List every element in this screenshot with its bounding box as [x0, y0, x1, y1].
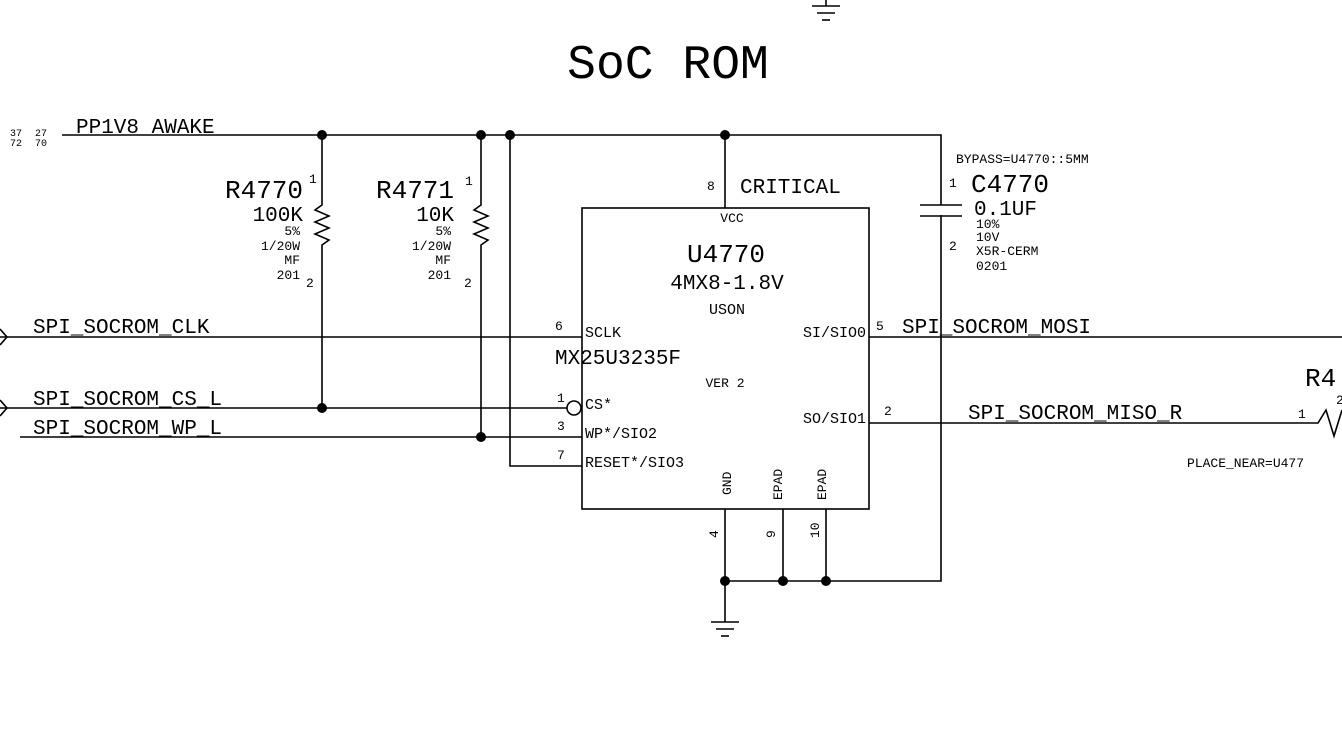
net-label-wp: SPI_SOCROM_WP_L: [33, 418, 222, 441]
place-near-label: PLACE_NEAR=U477: [1187, 456, 1304, 471]
pin-name: RESET*/SIO3: [585, 455, 684, 472]
net-label-miso: SPI_SOCROM_MISO_R: [968, 403, 1183, 426]
pin-number: 2: [1336, 393, 1342, 408]
c4770-ref: C4770: [971, 170, 1049, 200]
critical-label: CRITICAL: [740, 177, 841, 200]
c4770-type: X5R-CERM: [976, 244, 1038, 259]
ground-symbol: [711, 621, 739, 637]
r4771-type: MF: [435, 253, 451, 268]
r-miso-ref: R4: [1305, 364, 1336, 394]
r4771-power: 1/20W: [412, 239, 451, 254]
r4770-value: 100K: [253, 205, 304, 228]
u4770-desc: 4MX8-1.8V: [670, 273, 784, 296]
page-ref: 37: [10, 129, 22, 140]
r4770-ref: R4770: [225, 176, 303, 206]
pin-name: CS*: [585, 397, 612, 414]
pin-number: 10: [808, 522, 823, 538]
pin-number: 6: [555, 319, 563, 334]
pin-number: 1: [557, 391, 565, 406]
r4771-ref: R4771: [376, 176, 454, 206]
c4770-value: 0.1UF: [974, 199, 1037, 222]
resistor-r4770[interactable]: [312, 135, 332, 408]
pin-number: 3: [557, 419, 565, 434]
u4770-ref: U4770: [687, 240, 765, 270]
r4770-type: MF: [284, 253, 300, 268]
pin-number: 2: [464, 276, 472, 291]
r4770-power: 1/20W: [261, 239, 300, 254]
r4770-tol: 5%: [284, 224, 300, 239]
net-label-power: PP1V8_AWAKE: [76, 117, 215, 140]
pin-name: EPAD: [771, 469, 786, 500]
net-reset[interactable]: [509, 135, 582, 467]
pin-number: 8: [707, 179, 715, 194]
pin-name: GND: [720, 471, 735, 495]
net-gnd[interactable]: [724, 509, 827, 622]
net-spi-cs[interactable]: [0, 399, 582, 417]
capacitor-c4770[interactable]: [920, 204, 962, 217]
resistor-r4771[interactable]: [471, 135, 491, 437]
ground-symbol-top: [812, 0, 840, 21]
pin-number: 7: [557, 448, 565, 463]
pin-name: SCLK: [585, 325, 621, 342]
net-label-mosi: SPI_SOCROM_MOSI: [902, 317, 1091, 340]
r4771-tol: 5%: [435, 224, 451, 239]
pin-name: WP*/SIO2: [585, 426, 657, 443]
page-ref: 70: [35, 139, 47, 150]
pin-number: 5: [876, 319, 884, 334]
r4771-value: 10K: [416, 205, 454, 228]
page-ref: 27: [35, 129, 47, 140]
net-label-cs: SPI_SOCROM_CS_L: [33, 389, 222, 412]
pin-number: 2: [949, 239, 957, 254]
u4770-part: MX25U3235F: [555, 348, 681, 371]
u4770-package: USON: [709, 302, 745, 319]
net-pp1v8-awake[interactable]: [62, 134, 942, 582]
c4770-bypass: BYPASS=U4770::5MM: [956, 152, 1089, 167]
pin-number: 9: [764, 530, 779, 538]
net-label-clk: SPI_SOCROM_CLK: [33, 317, 210, 340]
c4770-voltage: 10V: [976, 230, 1000, 245]
pin-number: 4: [707, 530, 722, 538]
junction-dots: [317, 130, 831, 586]
net-spi-miso[interactable]: [869, 408, 1342, 439]
page-ref: 72: [10, 139, 22, 150]
pin-number: 1: [949, 176, 957, 191]
pin-number: 2: [884, 404, 892, 419]
pin-number: 1: [309, 172, 317, 187]
c4770-size: 0201: [976, 259, 1007, 274]
page-title: SoC ROM: [567, 39, 769, 93]
net-spi-clk[interactable]: [0, 328, 582, 346]
pin-number: 1: [465, 174, 473, 189]
pin-name: EPAD: [815, 469, 830, 500]
u4770-version: VER 2: [705, 376, 744, 391]
pin-name: VCC: [720, 211, 744, 226]
r4771-size: 201: [428, 268, 452, 283]
pin-name: SI/SIO0: [803, 325, 866, 342]
c4770-tol: 10%: [976, 217, 1000, 232]
pin-number: 1: [1298, 407, 1306, 422]
r4770-size: 201: [277, 268, 301, 283]
pin-number: 2: [306, 276, 314, 291]
pin-name: SO/SIO1: [803, 411, 866, 428]
